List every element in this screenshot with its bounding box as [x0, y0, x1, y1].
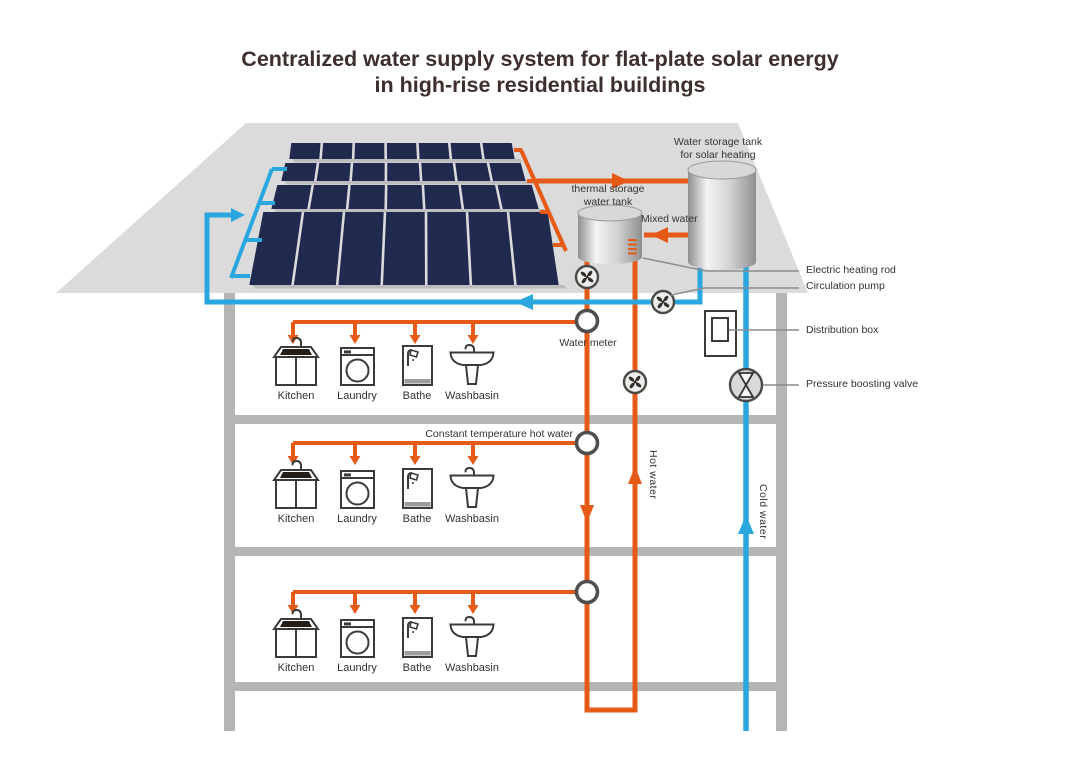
- kitchen-icon: [273, 337, 319, 386]
- solar-panel-array: [249, 143, 567, 289]
- cold-water-label: Cold water: [757, 484, 769, 540]
- title-line-2: in high-rise residential buildings: [374, 73, 706, 97]
- solar-panel: [383, 212, 425, 285]
- laundry-icon: [340, 470, 375, 509]
- arrow-cold-return-left: [515, 294, 533, 310]
- laundry-icon: [340, 619, 375, 658]
- arrow-mixed-water: [651, 227, 668, 243]
- laundry-label: Laundry: [337, 513, 377, 525]
- water-meter-icon: [574, 579, 600, 605]
- solar-panel: [354, 143, 385, 159]
- solar-panel: [427, 212, 470, 285]
- building-structure: [224, 293, 787, 731]
- washbasin-icon: [449, 344, 495, 385]
- pump-icon: [622, 369, 648, 395]
- kitchen-icon: [273, 460, 319, 509]
- solar-panel: [460, 185, 501, 209]
- solar-storage-tank: [687, 160, 757, 270]
- arrow-hot-return-up: [628, 466, 642, 484]
- solar-panel: [455, 163, 491, 181]
- floor-slab-3: [224, 682, 787, 691]
- solar-panel: [489, 163, 526, 181]
- floor-slab-2: [224, 547, 787, 556]
- floor-3-appliances: [273, 609, 495, 658]
- washbasin-icon: [449, 616, 495, 657]
- mixed-water-label: Mixed water: [641, 213, 698, 225]
- electric-heating-rod-icon: [628, 239, 637, 255]
- solar-storage-tank-label: Water storage tank for solar heating: [673, 136, 763, 161]
- flow-arrows: [231, 173, 754, 614]
- distribution-box-icon: [704, 310, 737, 357]
- water-meter-icon: [574, 430, 600, 456]
- constant-temperature-label: Constant temperature hot water: [425, 428, 573, 440]
- arrow-into-collectors: [231, 208, 245, 222]
- arrow-cold-up: [738, 515, 754, 534]
- washbasin-label: Washbasin: [444, 390, 499, 402]
- solar-panel: [386, 143, 417, 159]
- washbasin-label: Washbasin: [444, 513, 499, 525]
- kitchen-label: Kitchen: [277, 662, 315, 674]
- page-title: Centralized water supply system for flat…: [0, 46, 1080, 98]
- bathe-icon: [402, 468, 433, 509]
- electric-heating-rod-label: Electric heating rod: [806, 264, 896, 276]
- kitchen-label: Kitchen: [277, 390, 315, 402]
- hot-water-label: Hot water: [647, 450, 659, 500]
- distribution-box-label: Distribution box: [806, 324, 879, 336]
- solar-panel: [509, 212, 559, 285]
- solar-panel: [316, 163, 351, 181]
- pressure-boosting-valve-label: Pressure boosting valve: [806, 378, 919, 390]
- bathe-label: Bathe: [402, 513, 432, 525]
- pressure-boosting-valve-icon: [728, 367, 764, 403]
- floor-2-appliances: [273, 460, 495, 509]
- laundry-label: Laundry: [337, 662, 377, 674]
- solar-panel: [497, 185, 539, 209]
- circulation-pump-icon: [650, 289, 676, 315]
- solar-panel: [387, 185, 423, 209]
- solar-panel: [321, 143, 353, 159]
- laundry-label: Laundry: [337, 390, 377, 402]
- pump-icon: [574, 264, 600, 290]
- solar-panel: [249, 212, 302, 285]
- solar-panel: [309, 185, 349, 209]
- kitchen-label: Kitchen: [277, 513, 315, 525]
- bathe-icon: [402, 345, 433, 386]
- thermal-storage-tank-label: thermal storage water tank: [571, 183, 645, 208]
- solar-panel: [424, 185, 462, 209]
- washbasin-label: Washbasin: [444, 662, 499, 674]
- solar-panel: [271, 185, 312, 209]
- water-meter-icon: [574, 308, 600, 334]
- arrow-hot-supply-down: [580, 505, 594, 523]
- arrow-to-solar-tank: [612, 173, 629, 189]
- solar-panel: [418, 143, 450, 159]
- kitchen-icon: [273, 609, 319, 658]
- solar-panel: [289, 143, 321, 159]
- solar-panel: [468, 212, 515, 285]
- solar-panel: [348, 185, 385, 209]
- washbasin-icon: [449, 467, 495, 508]
- solar-panel: [387, 163, 420, 181]
- bathe-label: Bathe: [402, 662, 432, 674]
- solar-panel: [351, 163, 385, 181]
- floor-1-appliances: [273, 337, 495, 386]
- circulation-pump-label: Circulation pump: [806, 280, 885, 292]
- solar-panel: [338, 212, 384, 285]
- right-wall: [776, 293, 787, 731]
- thermal-storage-tank: [577, 204, 643, 264]
- leader-lines: [642, 257, 799, 386]
- solar-panel: [482, 143, 515, 159]
- bathe-label: Bathe: [402, 390, 432, 402]
- solar-panel: [281, 163, 317, 181]
- water-meter-label: Water meter: [559, 337, 617, 349]
- title-line-1: Centralized water supply system for flat…: [241, 47, 839, 71]
- laundry-icon: [340, 347, 375, 386]
- bathe-icon: [402, 617, 433, 658]
- solar-panel: [450, 143, 483, 159]
- solar-panel: [293, 212, 343, 285]
- left-wall: [224, 293, 235, 731]
- floor-slab-1: [224, 415, 787, 424]
- solar-panel: [421, 163, 456, 181]
